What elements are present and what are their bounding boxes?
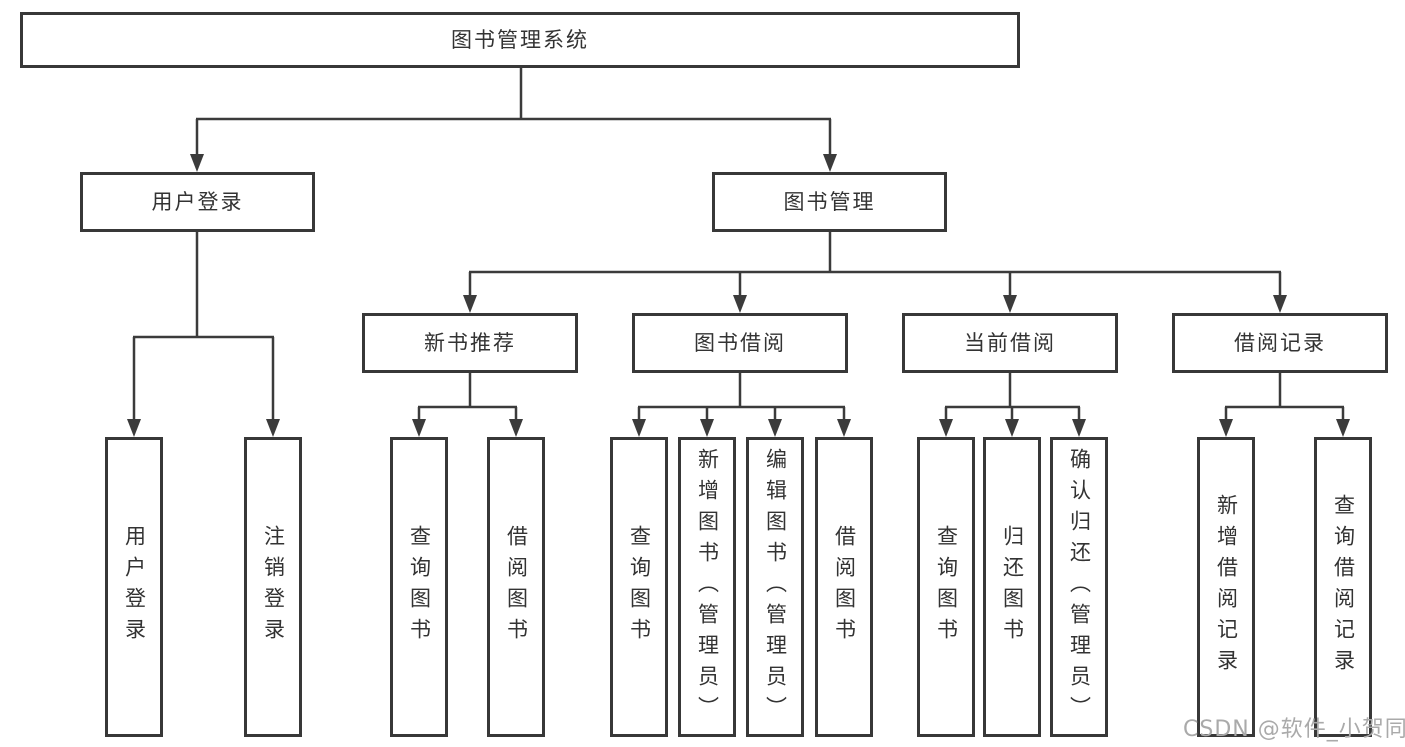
new-book-recommend-branch-connector: [412, 371, 523, 437]
leaf-user-login: 用户登录: [105, 437, 163, 737]
node-book-management: 图书管理: [712, 172, 947, 232]
node-new-book-recommend: 新书推荐: [362, 313, 578, 373]
arrowhead-icon: [190, 154, 204, 172]
leaf-logout: 注销登录: [244, 437, 302, 737]
arrowhead-icon: [509, 419, 523, 437]
leaf-confirm-return-admin: 确认归还（管理员）: [1050, 437, 1108, 737]
node-label: 新增图书（管理员）: [695, 447, 720, 727]
arrowhead-icon: [733, 295, 747, 313]
node-label: 查询借阅记录: [1331, 494, 1356, 680]
node-label: 借阅图书: [832, 525, 857, 649]
arrowhead-icon: [823, 154, 837, 172]
arrowhead-icon: [127, 419, 141, 437]
csdn-watermark: CSDN @软件_小贺同学: [1183, 717, 1405, 742]
leaf-borrow-books-recommend: 借阅图书: [487, 437, 545, 737]
arrowhead-icon: [632, 419, 646, 437]
leaf-add-books-admin: 新增图书（管理员）: [678, 437, 736, 737]
leaf-query-borrow-record: 查询借阅记录: [1314, 437, 1372, 737]
node-label: 确认归还（管理员）: [1067, 447, 1092, 727]
arrowhead-icon: [837, 419, 851, 437]
arrowhead-icon: [1273, 295, 1287, 313]
node-label: 借阅图书: [504, 525, 529, 649]
leaf-query-books-borrow: 查询图书: [610, 437, 668, 737]
arrowhead-icon: [463, 295, 477, 313]
node-label: 用户登录: [122, 525, 147, 649]
node-label: 编辑图书（管理员）: [763, 447, 788, 727]
arrowhead-icon: [1072, 419, 1086, 437]
node-label: 用户登录: [151, 189, 244, 214]
borrow-records-branch-connector: [1219, 371, 1350, 437]
node-user-login: 用户登录: [80, 172, 315, 232]
node-label: 新增借阅记录: [1214, 494, 1239, 680]
leaf-add-borrow-record: 新增借阅记录: [1197, 437, 1255, 737]
arrowhead-icon: [266, 419, 280, 437]
node-label: 当前借阅: [964, 330, 1056, 355]
user-login-branch-connector: [127, 230, 280, 437]
arrowhead-icon: [1005, 419, 1019, 437]
leaf-borrow-books: 借阅图书: [815, 437, 873, 737]
leaf-return-books: 归还图书: [983, 437, 1041, 737]
node-borrow-records: 借阅记录: [1172, 313, 1388, 373]
current-borrow-branch-connector: [939, 371, 1086, 437]
arrowhead-icon: [1003, 295, 1017, 313]
node-label: 注销登录: [261, 525, 286, 649]
arrowhead-icon: [700, 419, 714, 437]
node-label: 查询图书: [934, 525, 959, 649]
leaf-query-books-recommend: 查询图书: [390, 437, 448, 737]
leaf-query-books-current: 查询图书: [917, 437, 975, 737]
node-label: 图书借阅: [694, 330, 786, 355]
node-current-borrow: 当前借阅: [902, 313, 1118, 373]
arrowhead-icon: [768, 419, 782, 437]
node-book-borrow: 图书借阅: [632, 313, 848, 373]
node-label: 归还图书: [1000, 525, 1025, 649]
book-management-branch-connector: [463, 230, 1287, 313]
arrowhead-icon: [1336, 419, 1350, 437]
node-label: 查询图书: [627, 525, 652, 649]
root-branch-connector: [190, 66, 837, 172]
book-borrow-branch-connector: [632, 371, 851, 437]
node-label: 图书管理系统: [451, 27, 589, 52]
node-library-management-system: 图书管理系统: [20, 12, 1020, 68]
arrowhead-icon: [939, 419, 953, 437]
node-label: 查询图书: [407, 525, 432, 649]
leaf-edit-books-admin: 编辑图书（管理员）: [746, 437, 804, 737]
node-label: 图书管理: [783, 189, 876, 214]
arrowhead-icon: [1219, 419, 1233, 437]
arrowhead-icon: [412, 419, 426, 437]
node-label: 新书推荐: [424, 330, 516, 355]
node-label: 借阅记录: [1234, 330, 1326, 355]
